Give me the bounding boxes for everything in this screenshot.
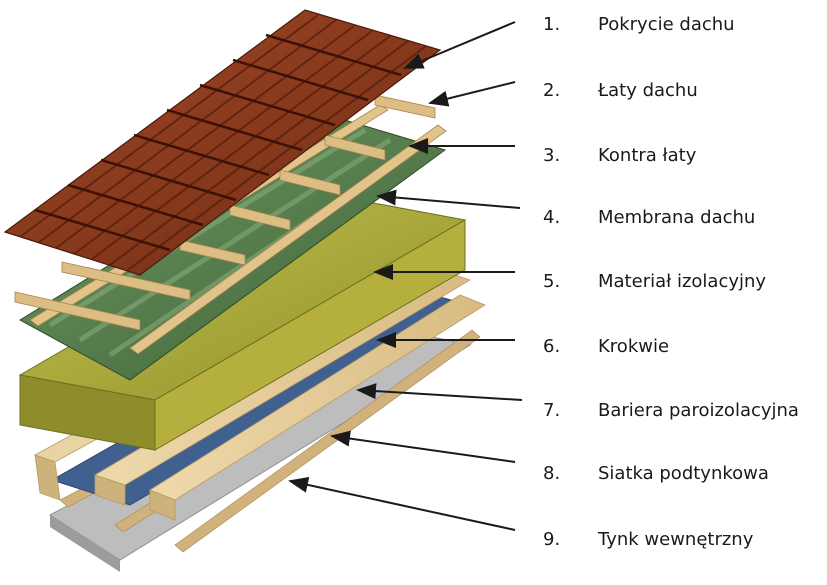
legend-label: Materiał izolacyjny xyxy=(598,271,767,292)
legend-label: Membrana dachu xyxy=(598,207,756,228)
legend-number: 4. xyxy=(543,207,561,228)
legend-label: Bariera paroizolacyjna xyxy=(598,400,799,421)
legend-label: Pokrycie dachu xyxy=(598,14,735,35)
arrow-1 xyxy=(403,21,516,69)
arrow-7 xyxy=(356,383,523,401)
legend-number: 2. xyxy=(543,80,561,101)
legend-label: Krokwie xyxy=(598,336,670,357)
legend-label: Tynk wewnętrzny xyxy=(598,529,754,550)
arrow-2 xyxy=(428,81,516,107)
arrow-9 xyxy=(288,477,516,531)
arrow-4 xyxy=(376,189,521,209)
legend-label: Łaty dachu xyxy=(598,80,698,101)
legend-number: 3. xyxy=(543,145,561,166)
legend-number: 5. xyxy=(543,271,561,292)
legend-number: 8. xyxy=(543,463,561,484)
roof-battens-layer xyxy=(14,94,436,331)
legend-label: Siatka podtynkowa xyxy=(598,463,769,484)
legend-number: 9. xyxy=(543,529,561,550)
legend-number: 6. xyxy=(543,336,561,357)
legend-number: 1. xyxy=(543,14,561,35)
legend-number: 7. xyxy=(543,400,561,421)
legend-label: Kontra łaty xyxy=(598,145,697,166)
roof-tiles-layer xyxy=(3,9,442,276)
arrow-8 xyxy=(330,430,516,463)
leader-arrows xyxy=(288,21,523,531)
